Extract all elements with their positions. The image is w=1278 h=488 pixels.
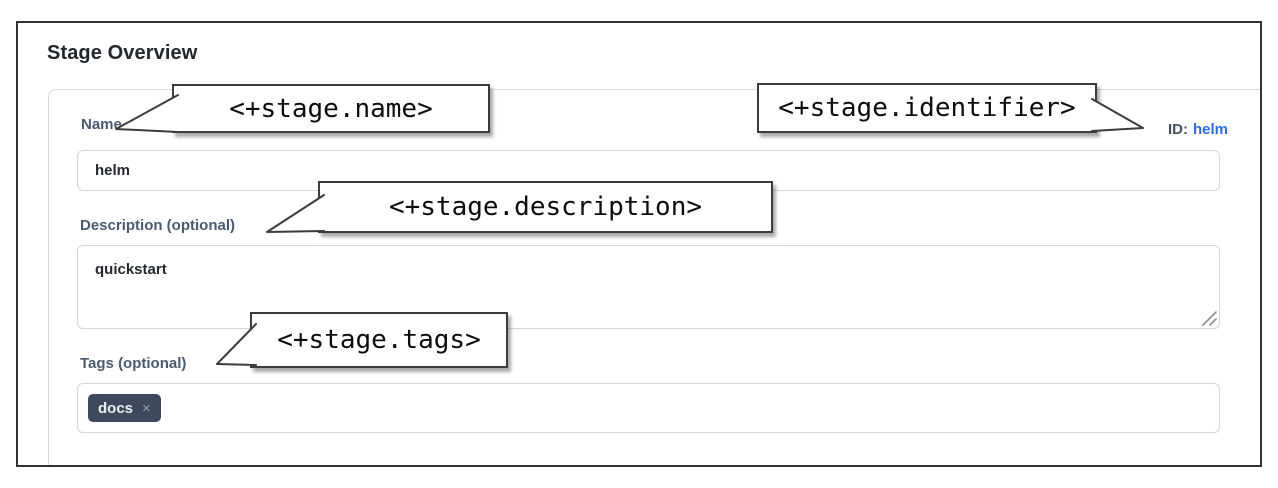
tag-chip-label: docs [98,399,134,417]
tags-label: Tags (optional) [80,355,187,372]
callout-stage-tags: <+stage.tags> [250,312,508,368]
callout-stage-identifier-pointer [1091,98,1144,132]
id-value: helm [1192,121,1228,138]
tag-remove-icon[interactable]: × [142,399,151,417]
callout-stage-description: <+stage.description> [318,181,773,233]
id-label: ID: [1167,121,1188,138]
description-label: Description (optional) [80,217,235,234]
callout-stage-name: <+stage.name> [172,84,490,133]
callout-stage-name-pointer [115,94,179,133]
callout-stage-identifier: <+stage.identifier> [757,83,1097,133]
callout-stage-description-pointer [266,194,325,233]
tag-chip: docs × [88,394,161,422]
stage-overview-panel [48,89,1260,465]
page-title: Stage Overview [47,42,198,64]
callout-stage-tags-pointer [216,323,257,366]
resize-handle-icon[interactable] [1200,310,1218,328]
tags-input[interactable]: docs × [77,383,1220,433]
stage-id-row: ID: helm [1168,121,1228,138]
description-textarea[interactable]: quickstart [77,245,1220,329]
name-label: Name [81,116,122,133]
